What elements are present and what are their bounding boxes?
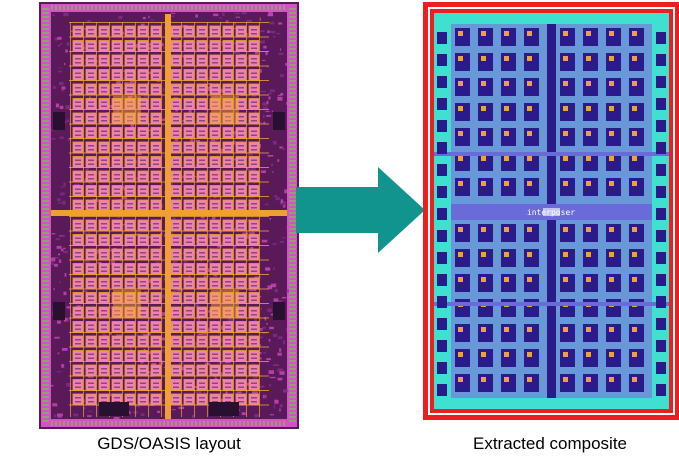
gds-oasis-layout-caption: GDS/OASIS layout: [97, 434, 241, 453]
right-arrow-icon: [296, 167, 425, 253]
extracted-composite-image: interposer: [423, 2, 679, 420]
gds-oasis-layout-image: [39, 2, 299, 429]
interposer-label: interposer: [527, 208, 575, 217]
extracted-composite-caption: Extracted composite: [472, 434, 627, 453]
